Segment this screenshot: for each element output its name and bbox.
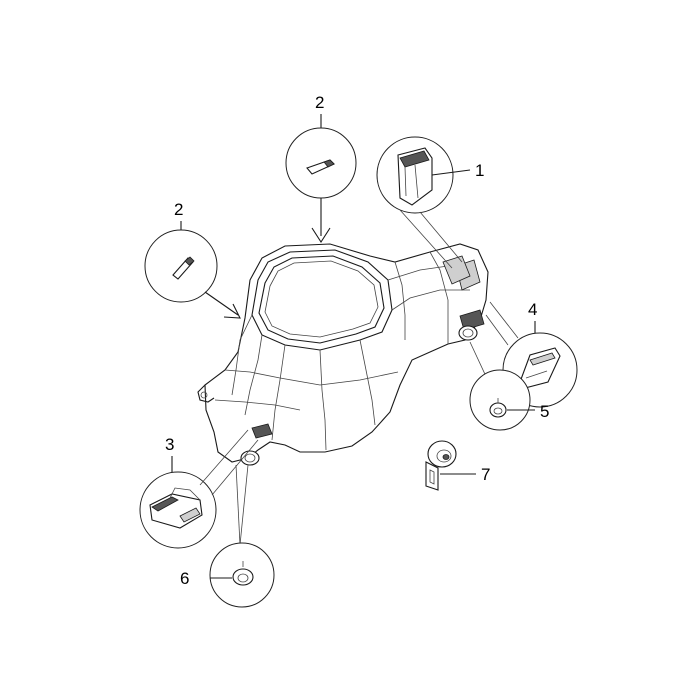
part-6-detail: 6 <box>180 464 275 608</box>
part-5-detail: 5 <box>469 341 549 431</box>
ignition-part-7 <box>427 440 457 468</box>
part-2a-detail: 2 <box>285 93 357 244</box>
knob-part-6 <box>232 568 254 586</box>
callout-label-2b: 2 <box>174 200 183 219</box>
callout-label-7: 7 <box>481 465 490 484</box>
handlebar-cover <box>197 243 489 466</box>
callout-label-4: 4 <box>528 300 537 319</box>
part-1-detail: 1 <box>376 136 484 269</box>
callout-label-1: 1 <box>475 161 484 180</box>
callout-label-3: 3 <box>165 435 174 454</box>
part-7-detail: 7 <box>425 440 490 491</box>
knob-part-5 <box>489 402 507 418</box>
callout-label-2a: 2 <box>315 93 324 112</box>
part-3-detail: 3 <box>139 429 259 549</box>
callout-label-6: 6 <box>180 569 189 588</box>
callout-label-5: 5 <box>540 402 549 421</box>
part-2b-detail: 2 <box>144 200 241 319</box>
